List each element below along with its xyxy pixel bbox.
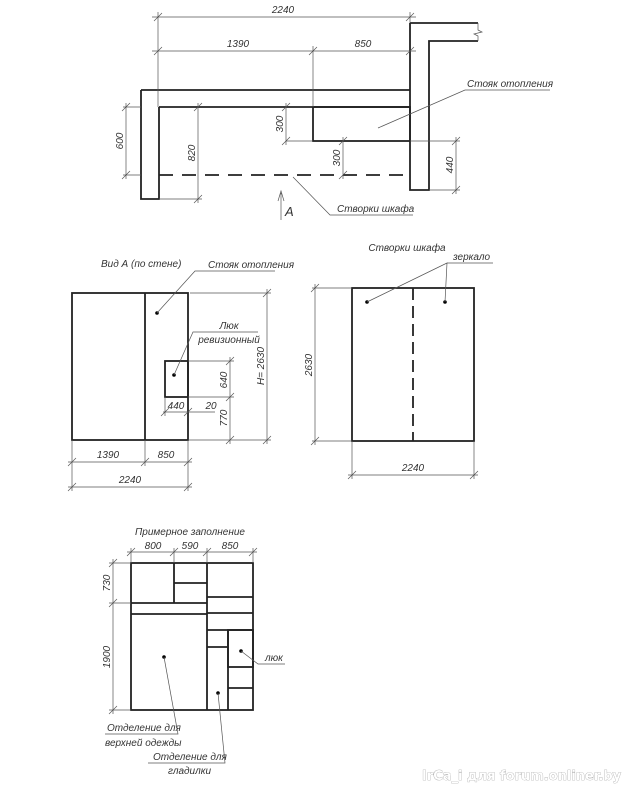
dim-view-a-2240: 2240 — [118, 475, 142, 486]
dim-right-width: 850 — [355, 39, 372, 50]
dim-doors-width: 2240 — [401, 463, 425, 474]
dim-depth: 600 — [115, 132, 126, 149]
filling-shelves — [131, 563, 253, 710]
view-a-dimension-lines — [67, 288, 272, 492]
doors-title: Створки шкафа — [368, 242, 446, 254]
hatch-label-line1: Люк — [218, 321, 239, 332]
dim-total-width: 2240 — [271, 5, 295, 16]
doors-dimension-lines — [310, 283, 479, 480]
heating-riser-box — [312, 106, 411, 142]
doors-view: Створки шкафа зеркало 2630 2240 — [304, 242, 493, 480]
dim-view-a-1390: 1390 — [97, 450, 120, 461]
dim-room-height: H= 2630 — [256, 347, 267, 386]
riser-leader — [377, 89, 550, 129]
filling-dimension-lines — [108, 547, 258, 715]
outerwear-label-line1: Отделение для — [107, 723, 182, 734]
dim-590: 590 — [182, 541, 199, 552]
watermark: IrCa_i для forum.onliner.by — [422, 769, 622, 784]
outerwear-label-line2: верхней одежды — [105, 738, 182, 749]
hatch-label-line2: ревизионный — [197, 335, 260, 346]
dim-left-width: 1390 — [227, 39, 250, 50]
dim-riser-depth: 300 — [275, 115, 286, 132]
plan-view: 2240 1390 850 600 820 300 300 440 A Стоя… — [115, 5, 554, 220]
dim-wall: 440 — [445, 156, 456, 173]
plan-wall-right — [409, 22, 478, 191]
filling-hatch-box — [227, 629, 254, 668]
view-a-wall — [71, 292, 189, 441]
break-line — [472, 23, 484, 41]
view-a-riser-leader — [156, 270, 275, 314]
filling-hatch-label: люк — [264, 653, 284, 664]
view-marker: A — [284, 204, 294, 219]
dim-hatch-height: 640 — [219, 371, 230, 388]
filling-hatch-leader — [240, 650, 285, 665]
plan-dimension-lines — [121, 12, 461, 204]
mirror-leader — [366, 262, 493, 303]
doors-label: Створки шкафа — [337, 203, 415, 215]
view-a-title: Вид А (по стене) — [101, 259, 181, 270]
dim-hatch-elevation: 770 — [219, 409, 230, 426]
dim-doors-height: 2630 — [304, 353, 315, 377]
mirror-label: зеркало — [452, 252, 490, 263]
dim-800: 800 — [145, 541, 162, 552]
riser-label: Стояк отопления — [467, 79, 554, 90]
ironing-leader — [148, 692, 226, 764]
dim-hatch-offset: 20 — [204, 401, 217, 412]
dim-850: 850 — [222, 541, 239, 552]
inspection-hatch — [164, 360, 189, 398]
doors-leader — [292, 176, 413, 216]
dim-730: 730 — [102, 574, 113, 591]
dim-hatch-width: 440 — [168, 401, 185, 412]
view-a: Вид А (по стене) Стояк отопления Люк рев… — [67, 259, 295, 492]
dim-1900: 1900 — [102, 645, 113, 668]
hatch-leader — [173, 331, 258, 376]
ironing-label-line1: Отделение для — [153, 752, 228, 763]
outerwear-leader — [105, 656, 179, 735]
filling-view: Примерное заполнение 800 590 850 730 190… — [102, 527, 285, 777]
view-arrow-icon — [277, 189, 285, 220]
filling-title: Примерное заполнение — [135, 527, 245, 538]
dim-view-a-850: 850 — [158, 450, 175, 461]
view-a-riser-label: Стояк отопления — [208, 260, 295, 271]
ironing-label-line2: гладилки — [168, 766, 211, 777]
dim-gap: 300 — [332, 149, 343, 166]
dim-820: 820 — [187, 144, 198, 161]
